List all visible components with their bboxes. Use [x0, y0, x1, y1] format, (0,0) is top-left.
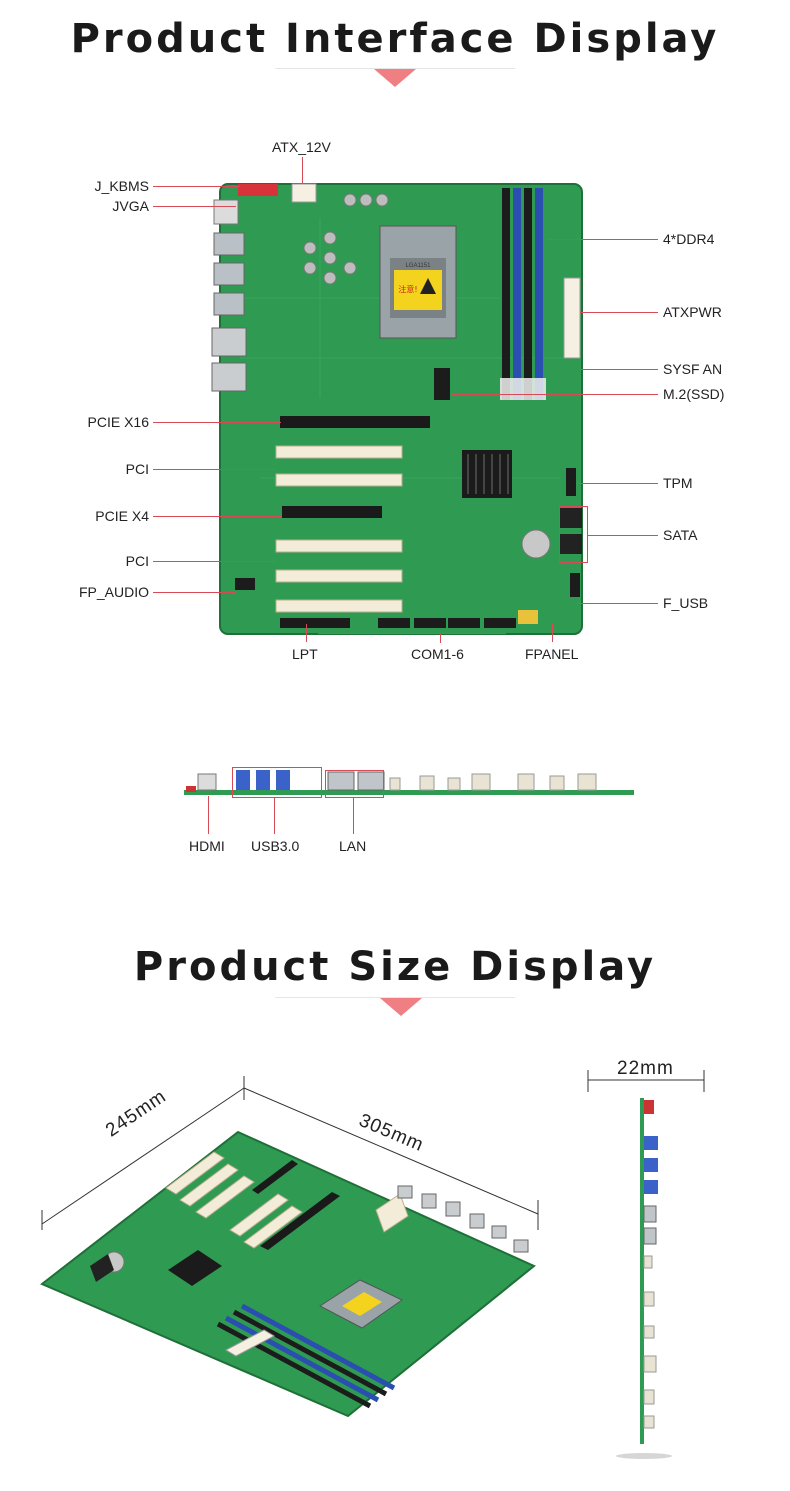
- sata-highlight: [559, 506, 588, 563]
- leader-jvga: [153, 206, 236, 207]
- leader-pciex16: [153, 422, 281, 423]
- pci-slot-4: [275, 569, 403, 583]
- sata-port-2: [560, 534, 582, 554]
- label-ddr4: 4*DDR4: [663, 231, 715, 247]
- label-pci-upper: PCI: [125, 461, 149, 477]
- leader-usb: [274, 797, 275, 834]
- label-fusb: F_USB: [663, 595, 709, 611]
- label-fpanel: FPANEL: [525, 646, 579, 662]
- label-sysfan: SYSF AN: [663, 361, 723, 377]
- pciex16-slot: [280, 416, 430, 428]
- warning-text: 注意!: [398, 284, 417, 294]
- pci-slot-5: [275, 599, 403, 613]
- label-lan: LAN: [339, 838, 367, 854]
- label-sata: SATA: [663, 527, 698, 543]
- leader-pciex4: [153, 516, 282, 517]
- leader-lpt: [306, 624, 307, 642]
- label-usb: USB3.0: [251, 838, 300, 854]
- pci-slot-1: [275, 445, 403, 459]
- leader-sata: [587, 535, 658, 536]
- sata-port-1: [560, 508, 582, 528]
- label-atx12v: ATX_12V: [272, 139, 331, 155]
- motherboard-perspective-view: [40, 1076, 539, 1418]
- cmos-battery: [521, 529, 551, 559]
- jkbms-header: [238, 184, 278, 196]
- leader-sysfan: [580, 369, 658, 370]
- leader-pci-lower: [153, 561, 276, 562]
- label-hdmi: HDMI: [189, 838, 225, 854]
- pciex4-slot: [282, 506, 382, 518]
- lan-highlight: [325, 770, 384, 798]
- leader-hdmi: [208, 796, 209, 834]
- leader-lan: [353, 797, 354, 834]
- tpm-header: [566, 468, 576, 496]
- leader-tpm: [576, 483, 658, 484]
- m2-slot: [434, 368, 450, 400]
- chipset-heatsink: [462, 450, 512, 498]
- leader-atx12v: [302, 157, 303, 183]
- section-title-size: Product Size Display: [133, 944, 657, 990]
- fusb-header: [570, 573, 580, 597]
- leader-ddr4: [548, 239, 658, 240]
- label-jvga: JVGA: [112, 198, 149, 214]
- label-tpm: TPM: [663, 475, 693, 491]
- leader-fusb: [576, 603, 658, 604]
- label-fpaudio: FP_AUDIO: [78, 584, 149, 600]
- pcb-board: [219, 183, 583, 635]
- leader-atxpwr: [580, 312, 658, 313]
- title-pointer-triangle: [374, 69, 416, 87]
- leader-m2: [452, 394, 658, 395]
- hdmi-port: [197, 773, 217, 791]
- leader-com: [440, 633, 441, 643]
- title-underline: [275, 68, 515, 69]
- title-pointer-triangle-2: [380, 998, 422, 1016]
- rear-io-side-view: [184, 770, 634, 795]
- label-lpt: LPT: [292, 646, 318, 662]
- pci-slot-3: [275, 539, 403, 553]
- dimension-lines: [41, 1076, 539, 1230]
- label-jkbms: J_KBMS: [94, 178, 149, 194]
- fp-audio-header: [235, 578, 255, 590]
- label-atxpwr: ATXPWR: [663, 304, 722, 320]
- atxpwr-connector: [563, 277, 581, 359]
- leader-fpaudio: [153, 592, 235, 593]
- label-pciex4: PCIE X4: [95, 508, 149, 524]
- motherboard-side-profile: [587, 1070, 705, 1459]
- label-m2: M.2(SSD): [663, 386, 725, 402]
- title-underline-2: [275, 997, 515, 998]
- leader-pci-upper: [153, 469, 276, 470]
- motherboard-top-view: LGA1151 注意!: [211, 183, 583, 635]
- dimension-thickness: 22mm: [617, 1058, 674, 1079]
- usb-highlight: [232, 767, 322, 798]
- fpanel-header: [518, 610, 538, 624]
- section-title-interface: Product Interface Display: [70, 16, 720, 62]
- label-pci-lower: PCI: [125, 553, 149, 569]
- bracket-com: [318, 633, 506, 634]
- leader-jkbms: [153, 186, 240, 187]
- label-com: COM1-6: [411, 646, 464, 662]
- socket-text: LGA1151: [406, 263, 432, 269]
- leader-fpanel: [552, 624, 553, 642]
- atx12v-connector: [291, 183, 317, 203]
- pci-slot-2: [275, 473, 403, 487]
- label-pciex16: PCIE X16: [87, 414, 149, 430]
- rear-io-cluster: [211, 199, 247, 392]
